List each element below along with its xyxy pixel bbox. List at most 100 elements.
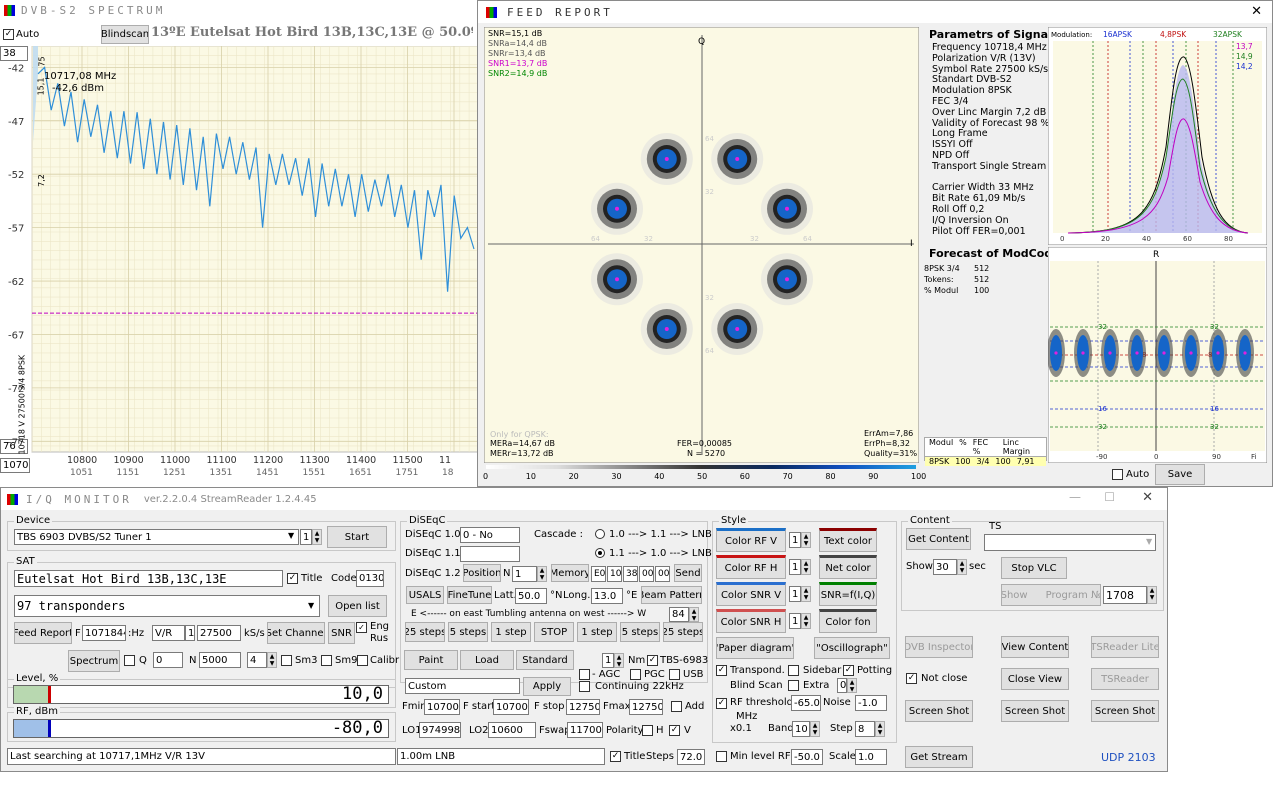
memory-byte[interactable]: 00 [655,566,670,582]
save-button[interactable]: Save [1155,464,1205,485]
auto-checkbox[interactable]: ✓ [3,29,14,40]
minimize-icon[interactable]: — [1069,490,1081,504]
show-spinner[interactable]: ▲▼ [957,559,967,575]
chevron-down-icon[interactable]: ▼ [308,601,315,610]
load-button[interactable]: Load [460,650,514,670]
dvb-inspector-button[interactable]: DVB Inspector [905,636,973,658]
iq-titlebar[interactable]: I/Q MONITOR ver.2.2.0.4 StreamReader 1.2… [1,488,1167,510]
cascade-radio-2[interactable] [595,548,605,558]
auto-checkbox[interactable] [1112,469,1123,480]
sidebar-checkbox[interactable] [788,665,799,676]
rf-threshold-input[interactable]: -65.0 [791,695,821,711]
spectrum-button[interactable]: Spectrum [68,650,120,672]
scale-input[interactable]: 1.0 [855,749,887,765]
add-checkbox[interactable] [671,701,682,712]
finetune-button[interactable]: FineTune [447,586,492,604]
snr-button[interactable]: SNR [328,622,355,644]
memory-button[interactable]: Memory [551,564,589,582]
diseqc11-select[interactable] [460,546,520,562]
chevron-down-icon[interactable]: ▼ [288,531,295,540]
cont22-checkbox[interactable] [579,681,590,692]
snr-fiq-button[interactable]: SNR=f(I,Q) [819,582,877,606]
ts-select[interactable] [984,534,1156,551]
tsreader-lite-button[interactable]: TSReader Lite [1091,636,1159,658]
view-content-button[interactable]: View Content [1001,636,1069,658]
tbs-checkbox[interactable]: ✓ [647,655,658,666]
title-steps-checkbox[interactable]: ✓ [610,751,621,762]
snrv-width[interactable]: 1 [789,586,801,602]
potting-checkbox[interactable]: ✓ [843,665,854,676]
start-button[interactable]: Start [327,526,387,548]
get-stream-button[interactable]: Get Stream [905,746,973,768]
step-button-1[interactable]: 5 steps [448,622,488,642]
symbol-rate-input[interactable]: 27500 [197,625,241,641]
program-spinner[interactable]: ▲▼ [1147,586,1157,604]
usals-button[interactable]: USALS [406,586,444,604]
fswap-input[interactable]: 11700 [567,722,603,738]
memory-byte[interactable]: 38 [623,566,638,582]
q-input[interactable]: 0 [153,652,183,668]
step-button-0[interactable]: 25 steps [405,622,445,642]
close-view-button[interactable]: Close View [1001,668,1069,690]
fmax-input[interactable]: 12750 [629,699,663,715]
feed-report-button[interactable]: Feed Report [14,622,72,644]
position-n[interactable]: 1 [512,566,537,582]
memory-byte[interactable]: 10 [607,566,622,582]
pgc-checkbox[interactable] [630,669,641,680]
snrh-spinner[interactable]: ▲▼ [801,613,811,629]
not-close-checkbox[interactable]: ✓ [906,673,917,684]
rfh-spinner[interactable]: ▲▼ [801,559,811,575]
band-input[interactable]: 10 [792,721,810,737]
color-fon-button[interactable]: Color fon [819,609,877,633]
n-mult[interactable]: 4 [247,652,267,668]
program-input[interactable]: 1708 [1103,586,1147,604]
tsreader-button[interactable]: TSReader [1091,668,1159,690]
oscillograph-button[interactable]: "Oscillograph" [814,637,890,659]
code-input[interactable]: 0130 [356,570,384,587]
color-rfv-button[interactable]: Color RF V [716,528,786,552]
device-select[interactable]: TBS 6903 DVBS/S2 Tuner 1 [14,529,299,545]
position-spinner[interactable]: ▲▼ [537,566,547,582]
title-checkbox[interactable]: ✓ [287,573,298,584]
screenshot-button-3[interactable]: Screen Shot [1091,700,1159,722]
paint-button[interactable]: Paint [404,650,458,670]
n-input[interactable]: 5000 [199,652,241,668]
screenshot-button-2[interactable]: Screen Shot [1001,700,1069,722]
spectrum-chart[interactable]: -42-47-52-57-62-67-72-771080010511090011… [0,46,478,478]
eng-radio[interactable]: ✓ [356,622,367,633]
send-button[interactable]: Send [674,564,702,582]
beam-pattern-button[interactable]: Beam Pattern [641,586,702,604]
spectrum-titlebar[interactable]: DVB-S2 SPECTRUM [0,0,478,20]
step-button-6[interactable]: 25 steps [663,622,703,642]
step-input[interactable]: 8 [855,721,875,737]
close-icon[interactable]: ✕ [1251,4,1262,19]
lo2-input[interactable]: 10600 [488,722,536,738]
h-checkbox[interactable] [642,725,653,736]
calibr-checkbox[interactable] [357,655,368,666]
start-freq-input[interactable]: 10700 [0,458,30,473]
rf-threshold-checkbox[interactable]: ✓ [716,698,727,709]
extra-spinner[interactable]: ▲▼ [847,678,857,693]
position-button[interactable]: Position [463,564,501,582]
nm-spinner[interactable]: ▲▼ [614,653,624,668]
device-number[interactable]: 1 [300,529,312,545]
rfh-width[interactable]: 1 [789,559,801,575]
frequency-input[interactable]: 10718445 [82,625,126,641]
polarization-select[interactable]: V/R [152,625,185,641]
noise-input[interactable]: -1.0 [855,695,887,711]
text-color-button[interactable]: Text color [819,528,877,552]
snrv-spinner[interactable]: ▲▼ [801,586,811,602]
transponder-select[interactable]: 97 transponders [14,595,320,617]
n-spinner[interactable]: ▲▼ [267,652,277,668]
paper-diagram-button[interactable]: "Paper diagram" [716,637,794,659]
lnb-select[interactable]: Custom [405,678,520,694]
fmin-input[interactable]: 10700 [424,699,460,715]
extra-checkbox[interactable] [788,680,799,691]
top-level-spin[interactable]: 38 [0,46,28,61]
blindscan-button[interactable]: Blindscan [101,25,149,44]
usb-checkbox[interactable] [669,669,680,680]
feed-titlebar[interactable]: FEED REPORT ✕ [478,1,1272,23]
tumbling-input[interactable]: 84 [669,607,689,622]
satellite-name[interactable]: Eutelsat Hot Bird 13B,13C,13E [14,570,283,587]
